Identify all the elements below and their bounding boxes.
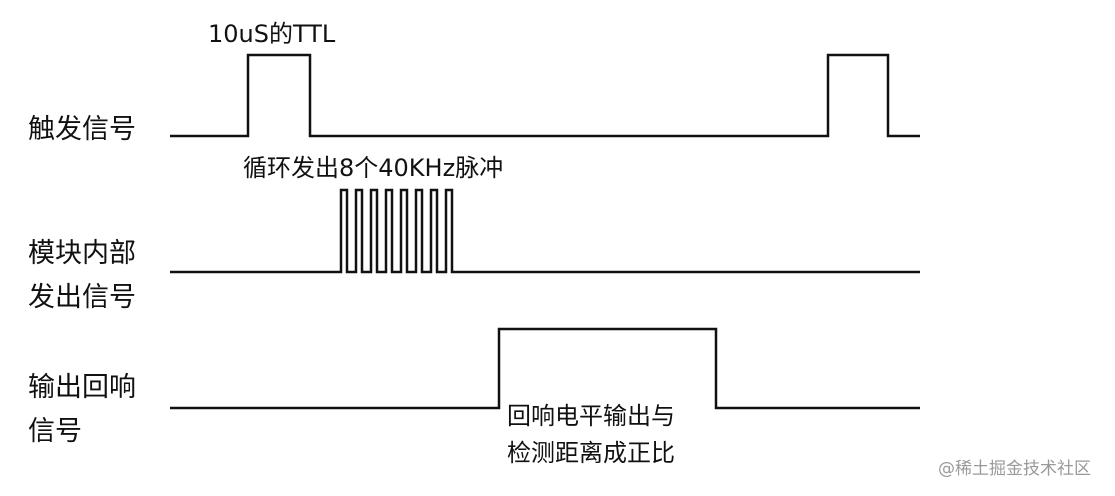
echo-signal-label-line-1: 输出回响 bbox=[28, 372, 136, 403]
trigger-signal-label: 触发信号 bbox=[28, 108, 136, 152]
echo-annotation: 回响电平输出与 检测距离成正比 bbox=[507, 398, 675, 472]
burst-annotation: 循环发出8个40KHz脉冲 bbox=[243, 154, 504, 182]
echo-annotation-line-1: 回响电平输出与 bbox=[507, 402, 675, 430]
trigger-pulse-annotation: 10uS的TTL bbox=[208, 20, 336, 48]
trigger-signal-waveform bbox=[170, 53, 920, 138]
echo-signal-waveform bbox=[170, 327, 920, 410]
echo-annotation-line-2: 检测距离成正比 bbox=[507, 439, 675, 467]
watermark-text: @稀土掘金技术社区 bbox=[938, 459, 1091, 479]
internal-signal-label-line-1: 模块内部 bbox=[28, 238, 136, 269]
internal-signal-label: 模块内部 发出信号 bbox=[28, 232, 136, 320]
internal-signal-label-line-2: 发出信号 bbox=[28, 282, 136, 313]
internal-burst-waveform bbox=[170, 188, 920, 274]
echo-signal-label: 输出回响 信号 bbox=[28, 366, 136, 454]
echo-signal-label-line-2: 信号 bbox=[28, 416, 82, 447]
trigger-signal-label-line-1: 触发信号 bbox=[28, 114, 136, 145]
